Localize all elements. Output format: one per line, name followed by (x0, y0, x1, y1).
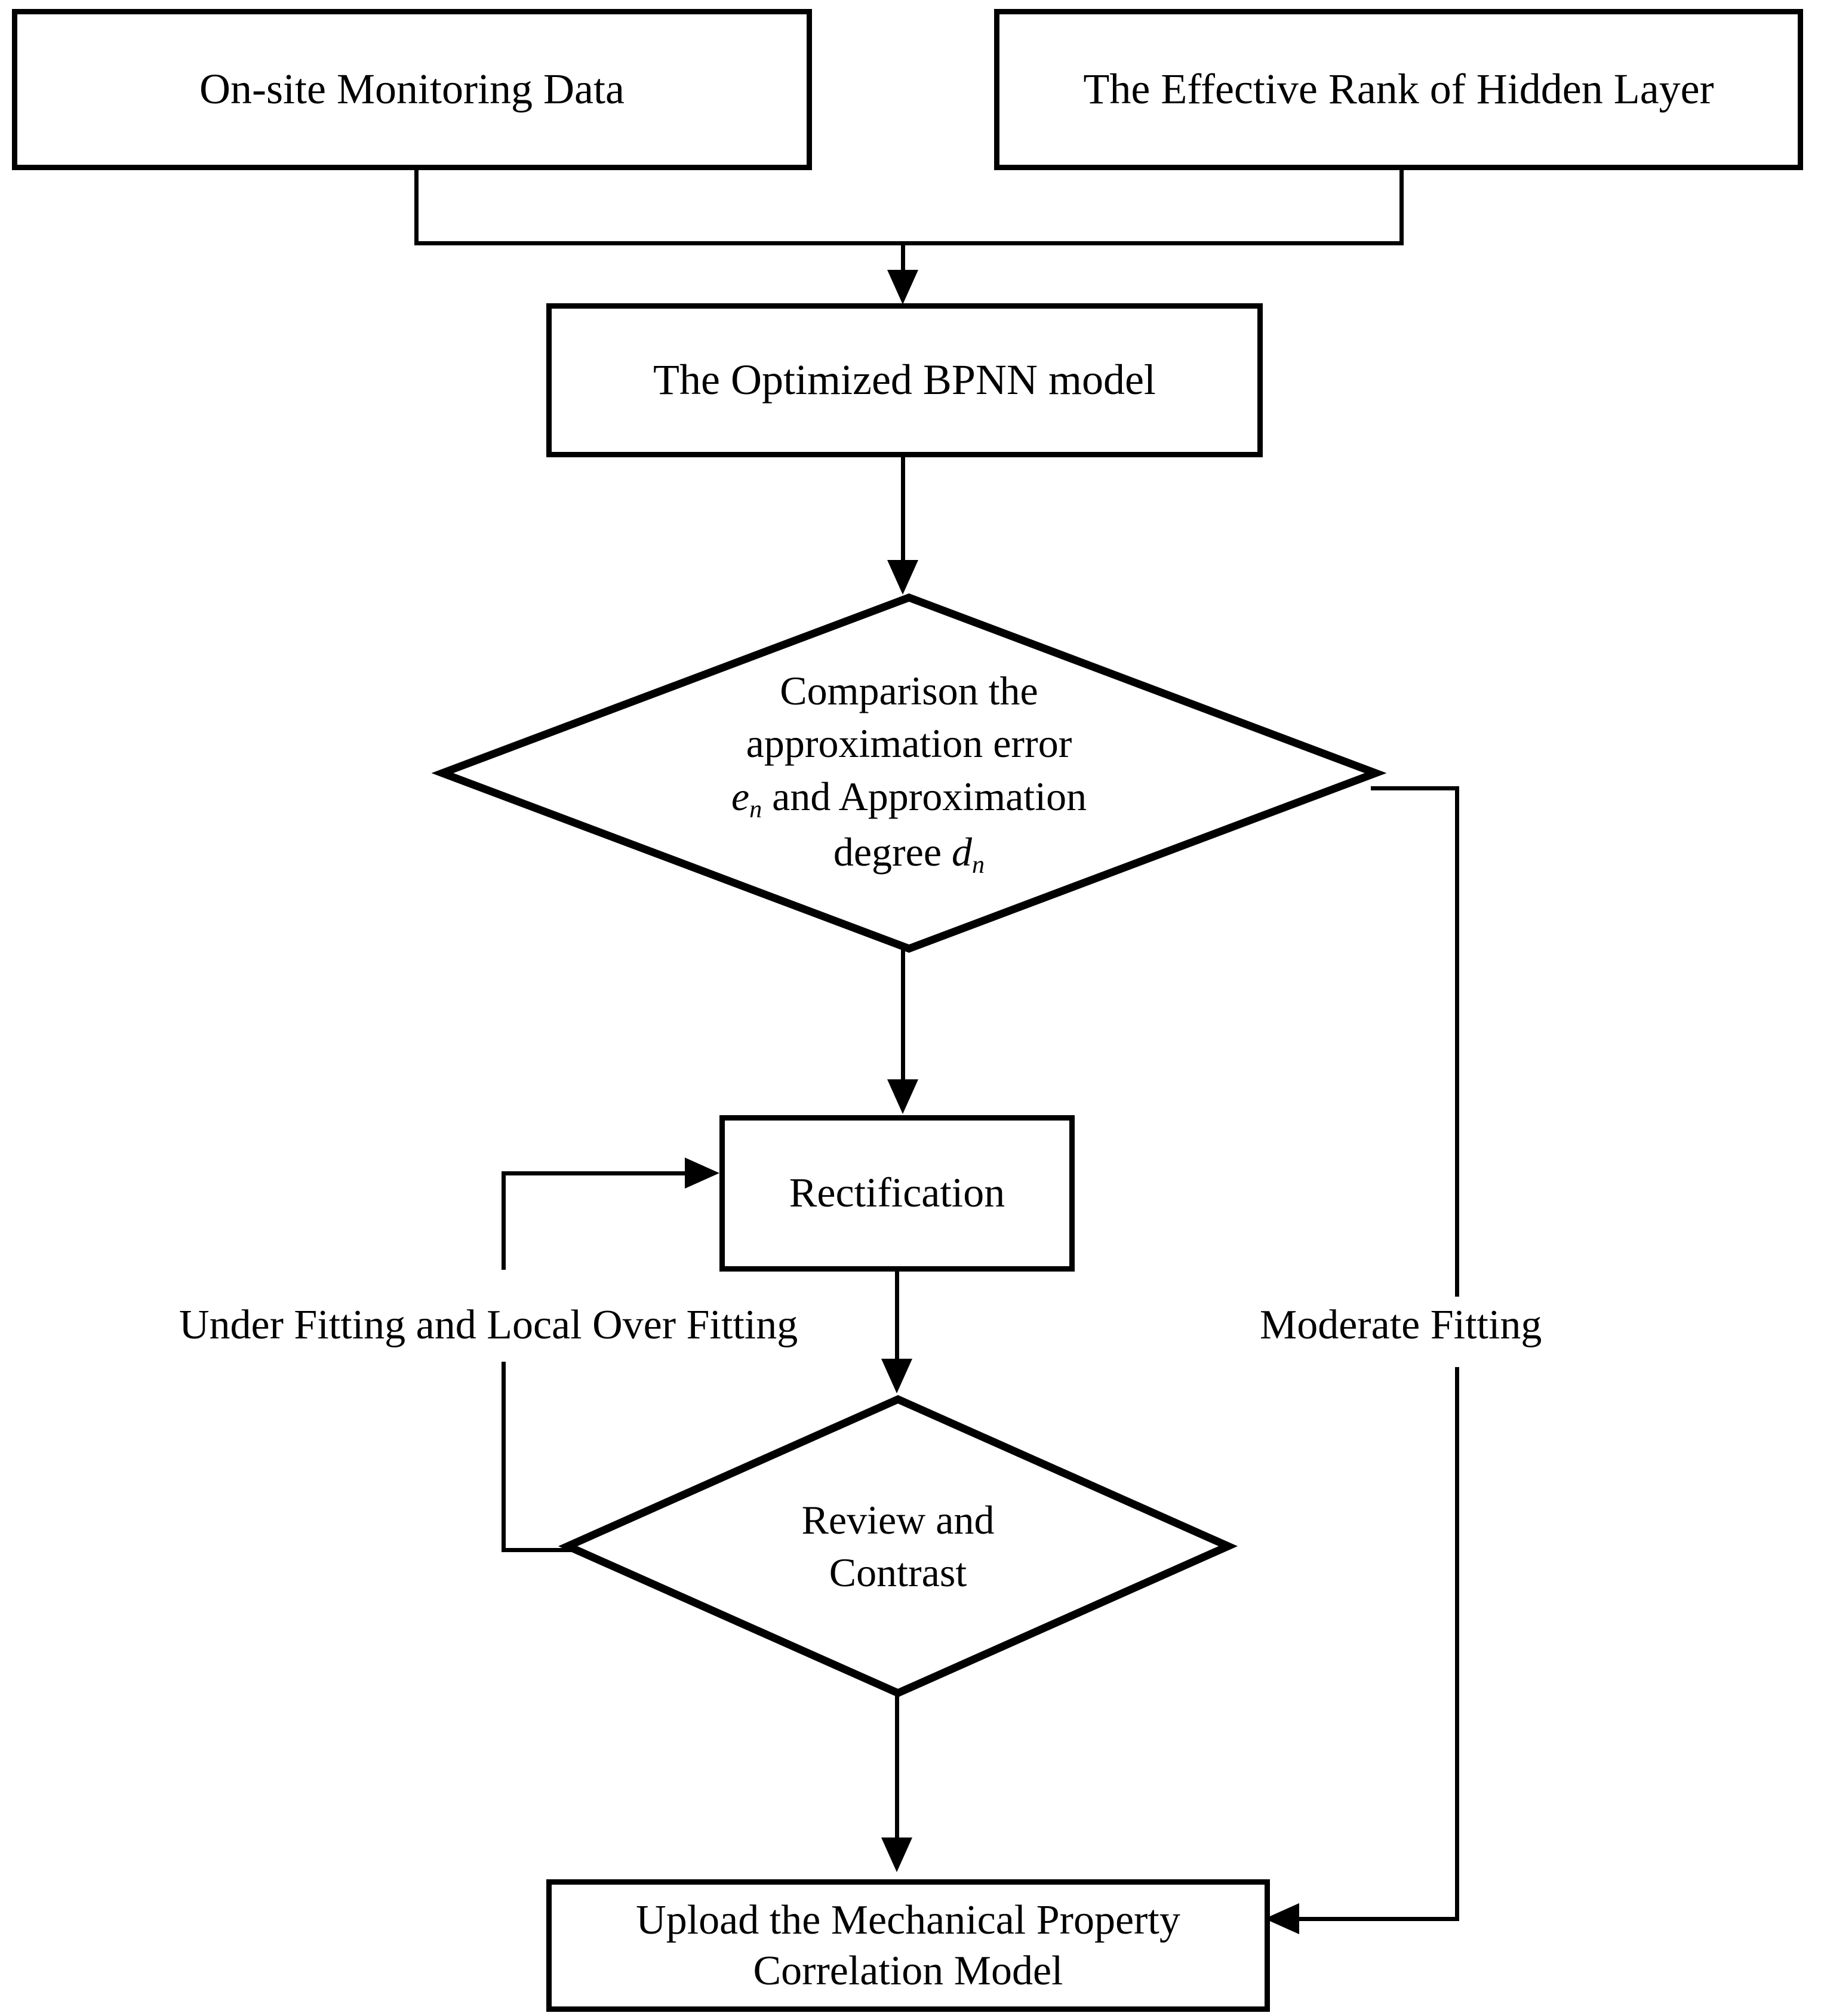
arrowhead-merge-to-bpnn (887, 270, 918, 304)
node-optimized-bpnn-model-label: The Optimized BPNN model (653, 356, 1156, 404)
arrowhead-comparison-to-rectification (887, 1079, 918, 1114)
connector-moderate-vertical-lower (1455, 1367, 1459, 1921)
upload-line-1: Upload the Mechanical Property (636, 1897, 1180, 1943)
arrowhead-review-to-upload (881, 1838, 912, 1872)
connector-moderate-vertical-upper (1455, 786, 1459, 1297)
node-onsite-monitoring-data[interactable]: On-site Monitoring Data (12, 9, 812, 170)
connector-rank-stub (1399, 170, 1404, 245)
node-rectification-label: Rectification (789, 1170, 1005, 1217)
arrowhead-feedback-to-rectification (685, 1158, 719, 1189)
connector-merge-to-bpnn (901, 241, 905, 274)
connector-comparison-right (1371, 786, 1459, 790)
node-comparison-decision[interactable]: Comparison the approximation error en an… (431, 593, 1387, 953)
connector-feedback-to-rectification (502, 1171, 685, 1175)
node-optimized-bpnn-model[interactable]: The Optimized BPNN model (546, 303, 1263, 457)
upload-line-2: Correlation Model (753, 1948, 1063, 1994)
arrowhead-rectification-to-review (881, 1359, 912, 1393)
comparison-diamond-shape (431, 593, 1387, 953)
node-effective-rank-hidden-layer-label: The Effective Rank of Hidden Layer (1083, 65, 1714, 113)
connector-feedback-vertical-lower (502, 1362, 506, 1550)
connector-merge-bar (414, 241, 1404, 245)
edge-label-moderate-fitting: Moderate Fitting (1260, 1302, 1542, 1348)
node-effective-rank-hidden-layer[interactable]: The Effective Rank of Hidden Layer (994, 9, 1803, 170)
connector-onsite-stub (414, 170, 419, 245)
node-onsite-monitoring-data-label: On-site Monitoring Data (199, 65, 625, 113)
connector-review-left-exit (502, 1548, 574, 1552)
node-review-contrast-decision[interactable]: Review and Contrast (558, 1395, 1238, 1698)
connector-feedback-vertical-upper (502, 1171, 506, 1270)
node-rectification[interactable]: Rectification (719, 1115, 1075, 1272)
arrowhead-moderate-to-upload (1265, 1903, 1299, 1934)
arrowhead-bpnn-to-comparison (887, 560, 918, 595)
edge-label-under-fitting: Under Fitting and Local Over Fitting (179, 1302, 798, 1348)
connector-review-to-upload (895, 1695, 899, 1840)
connector-bpnn-to-comparison (901, 457, 905, 566)
node-upload-correlation-model[interactable]: Upload the Mechanical Property Correlati… (546, 1879, 1270, 2012)
node-upload-correlation-model-label: Upload the Mechanical Property Correlati… (625, 1895, 1191, 1997)
connector-rectification-to-review (895, 1272, 899, 1363)
connector-comparison-to-rectification (901, 949, 905, 1084)
review-diamond-shape (558, 1395, 1238, 1698)
connector-moderate-to-upload (1299, 1917, 1457, 1921)
